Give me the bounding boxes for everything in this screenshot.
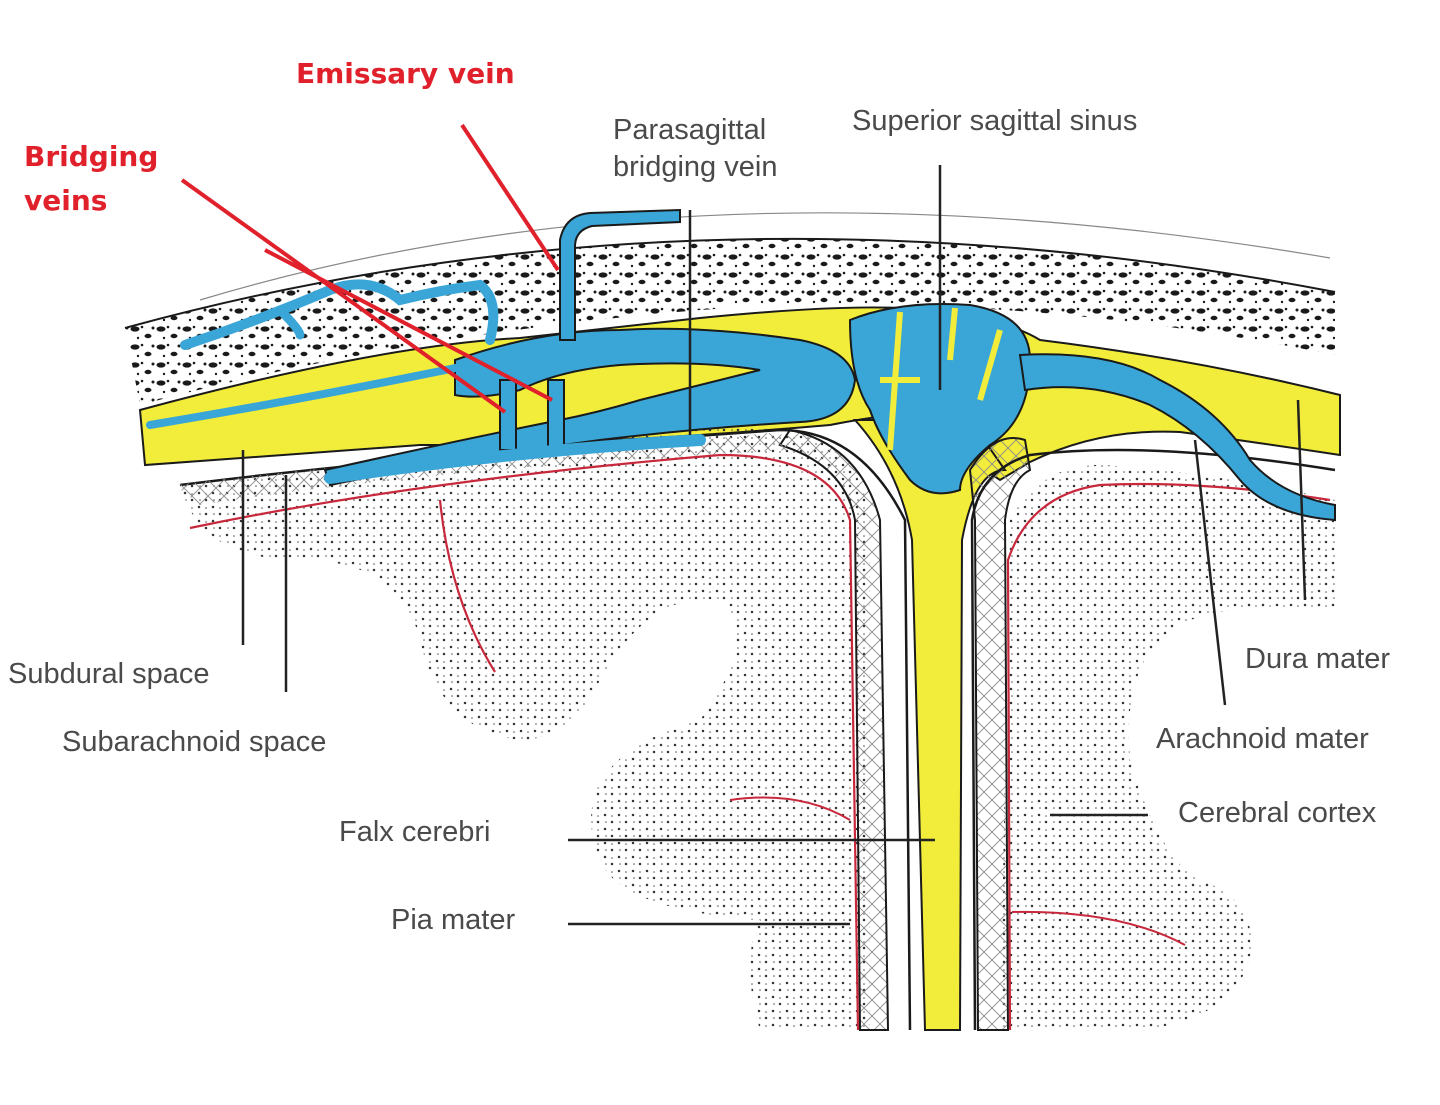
right-arachnoid-strip — [968, 437, 1032, 1031]
bridging-vein-1 — [499, 379, 517, 451]
pia-mater-left-surface — [189, 453, 860, 1031]
emissary-vein — [559, 208, 681, 341]
meningeal-vein-left — [146, 361, 474, 429]
bridging-vein-base — [324, 434, 706, 484]
label-cerebral-cortex: Cerebral cortex — [1178, 797, 1377, 829]
label-emissary-vein: Emissary vein — [296, 57, 515, 90]
label-arachnoid-mater: Arachnoid mater — [1156, 723, 1369, 755]
scalp-edge — [199, 212, 1331, 301]
label-pia-mater: Pia mater — [391, 904, 516, 936]
label-bridging-veins-line2: veins — [24, 184, 108, 217]
pia-mater-left-sulcus — [438, 499, 496, 673]
leader-dura-mater — [1296, 399, 1307, 601]
arrow-bridging-vein-1 — [180, 178, 507, 414]
right-lateral-vein — [1018, 353, 1336, 522]
bridging-vein-2 — [547, 379, 565, 451]
pia-mater-right-lower — [1011, 910, 1186, 946]
left-top-arachnoid-strip — [175, 432, 790, 505]
diploic-veins — [180, 279, 499, 350]
label-superior-sagittal-sinus: Superior sagittal sinus — [852, 105, 1138, 137]
diploic-vein-branch — [275, 305, 305, 340]
arrow-emissary-vein — [460, 123, 560, 272]
arrow-bridging-vein-2 — [264, 248, 553, 402]
label-subdural-space: Subdural space — [8, 658, 210, 690]
leader-arachnoid-mater — [1193, 439, 1227, 706]
label-dura-mater: Dura mater — [1245, 643, 1391, 675]
pia-mater-left-lower — [729, 796, 851, 821]
label-falx-cerebri: Falx cerebri — [339, 816, 491, 848]
label-parasagittal-line2: bridging vein — [613, 151, 778, 183]
label-subarachnoid-space: Subarachnoid space — [62, 726, 327, 758]
skull-outer-edge — [124, 237, 1336, 329]
label-parasagittal-line1: Parasagittal — [613, 114, 767, 146]
left-hemisphere-cortex — [180, 426, 870, 1031]
skull-layer — [125, 238, 1335, 405]
right-hemisphere-cortex — [1000, 465, 1335, 1030]
left-arachnoid-strip — [778, 428, 890, 1031]
label-bridging-veins-line1: Bridging — [24, 140, 159, 173]
sinus-septa — [880, 307, 1003, 451]
